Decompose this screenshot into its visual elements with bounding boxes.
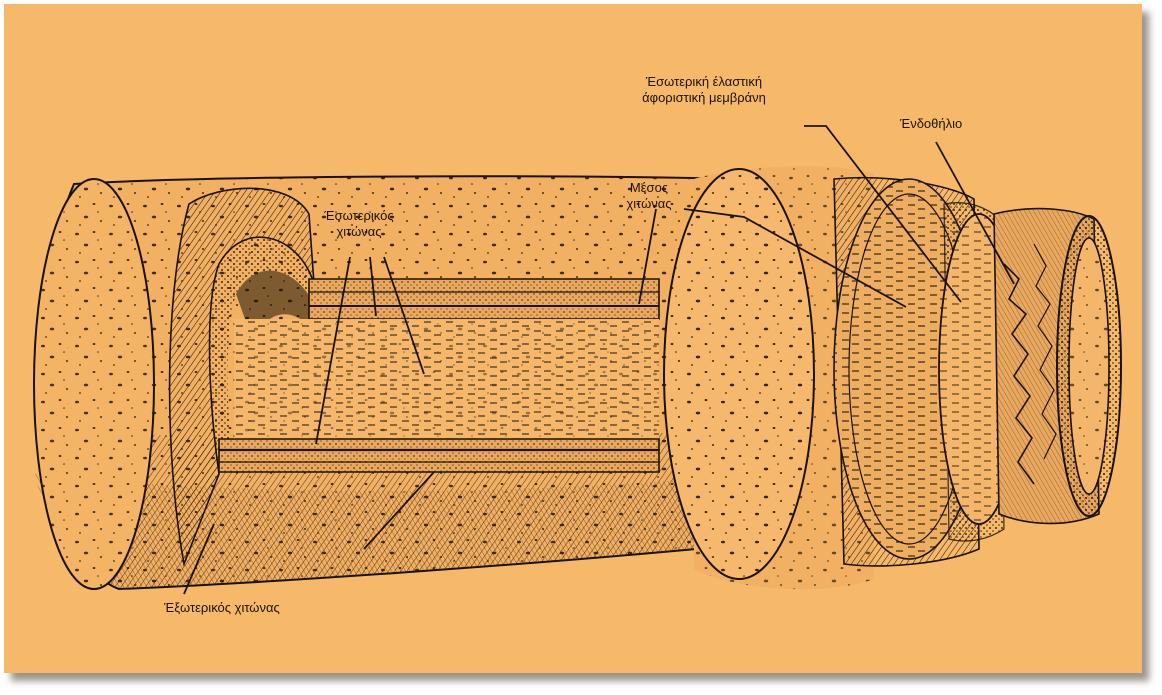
endothelium-label: Ένδοθήλιο bbox=[900, 116, 962, 132]
endothelium-label-text: Ένδοθήλιο bbox=[900, 116, 962, 131]
middle-tunic-label-line1: Μέσος bbox=[604, 180, 694, 196]
inner-tunic-label: Έσωτερικός χιτώνας bbox=[304, 208, 414, 240]
inner-tunic-label-line1: Έσωτερικός bbox=[304, 208, 414, 224]
middle-tunic-label-line2: χιτώνας bbox=[604, 196, 694, 212]
inner-elastic-membrane-label-line2: άφοριστική μεμβράνη bbox=[604, 90, 804, 106]
inner-elastic-membrane-label: Έσωτερική έλαστική άφοριστική μεμβράνη bbox=[604, 74, 804, 106]
artery-cross-section-illustration bbox=[4, 4, 1142, 673]
inner-elastic-membrane-label-line1: Έσωτερική έλαστική bbox=[604, 74, 804, 90]
outer-tunic-label-text: Έξωτερικός χιτώνας bbox=[164, 600, 280, 615]
middle-tunic-label: Μέσος χιτώνας bbox=[604, 180, 694, 212]
outer-tunic-label: Έξωτερικός χιτώνας bbox=[164, 600, 280, 616]
inner-tunic-label-line2: χιτώνας bbox=[304, 224, 414, 240]
illustration-frame: Έσωτερική έλαστική άφοριστική μεμβράνη Έ… bbox=[4, 4, 1142, 673]
